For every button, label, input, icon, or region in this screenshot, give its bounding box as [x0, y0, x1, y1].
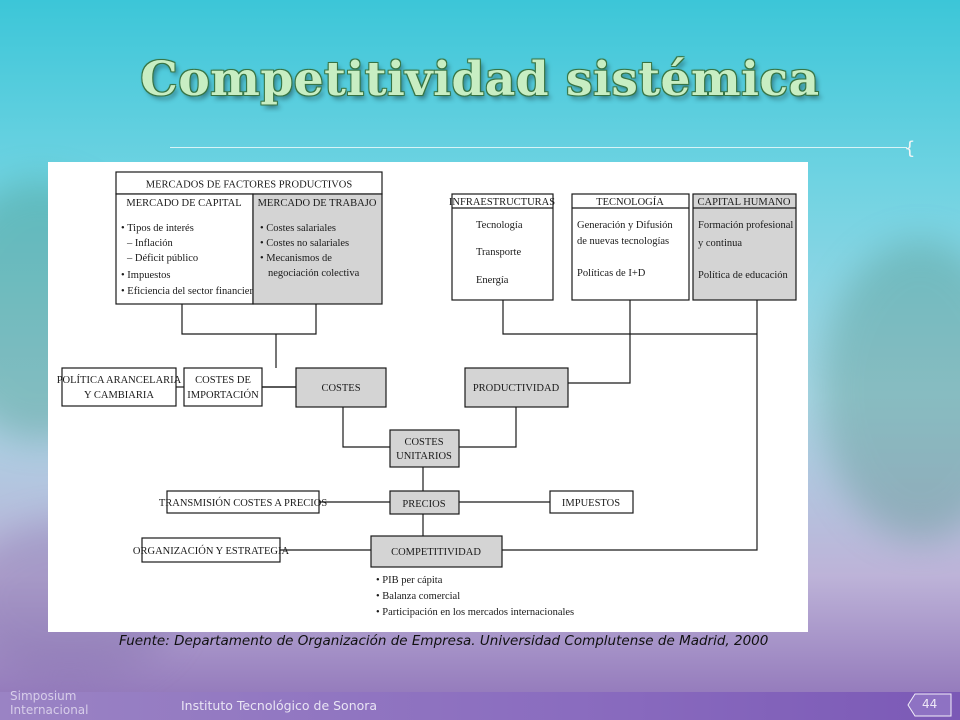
costes-unitarios-label: COSTES [404, 437, 443, 448]
page-badge-shape-icon [907, 693, 952, 717]
organizacion-label: ORGANIZACIÓN Y ESTRATEGIA [133, 545, 290, 557]
trabajo-item: • Costes salariales [260, 223, 336, 234]
title-divider-ornament: { [904, 138, 916, 159]
mercado-capital-title: MERCADO DE CAPITAL [126, 198, 241, 209]
politica-label: Y CAMBIARIA [84, 390, 154, 401]
mercado-capital-box [115, 193, 254, 305]
capital-item: • Impuestos [121, 270, 170, 281]
costes-unitarios-box [389, 429, 460, 468]
precios-box [389, 490, 460, 515]
infraestructuras-title: INFRAESTRUCTURAS [449, 197, 555, 208]
capital-item: – Inflación [126, 238, 174, 249]
productividad-box [464, 367, 569, 408]
page-number: 44 [922, 697, 938, 711]
costes-importacion-label: IMPORTACIÓN [187, 389, 259, 401]
infraestructuras-item: Transporte [476, 247, 521, 258]
capital-item: • Eficiencia del sector financiero [121, 286, 258, 297]
productividad-label: PRODUCTIVIDAD [473, 383, 560, 394]
page-number-badge: 44 [907, 693, 952, 717]
capital-humano-box [692, 193, 797, 301]
transmision-label: TRANSMISIÓN COSTES A PRECIOS [159, 497, 327, 509]
connector-capital-humano-competitividad [502, 300, 758, 551]
costes-label: COSTES [321, 383, 360, 394]
transmision-box [166, 490, 320, 514]
competitividad-item: • PIB per cápita [376, 575, 443, 586]
title-divider [170, 147, 907, 148]
footer-institution: Instituto Tecnológico de Sonora [181, 698, 378, 713]
tecnologia-box [571, 193, 690, 301]
costes-importacion-label: COSTES DE [195, 375, 251, 386]
infraestructuras-group: INFRAESTRUCTURAS Tecnología Transporte E… [449, 193, 555, 301]
background-texture [820, 240, 960, 540]
factores-header: MERCADOS DE FACTORES PRODUCTIVOS [146, 180, 353, 191]
trabajo-item: • Mecanismos de [260, 253, 332, 264]
costes-box [295, 367, 387, 408]
tecnologia-item: Generación y Difusión [577, 220, 673, 231]
diagram-figure: MERCADOS DE FACTORES PRODUCTIVOS MERCADO… [48, 162, 808, 632]
politica-label: POLÍTICA ARANCELARIA [57, 374, 182, 386]
impuestos-box [549, 490, 634, 514]
infraestructuras-box [451, 193, 554, 301]
connector-factores [181, 304, 317, 335]
costes-unitarios-label: UNITARIOS [396, 451, 452, 462]
connector-productividad-unitarios [459, 407, 517, 448]
capital-humano-item: Formación profesional [698, 220, 793, 231]
organizacion-box [141, 537, 281, 563]
mercado-trabajo-title: MERCADO DE TRABAJO [258, 198, 377, 209]
trabajo-item: • Costes no salariales [260, 238, 349, 249]
capital-humano-group: CAPITAL HUMANO Formación profesional y c… [692, 193, 797, 301]
connector-tecnologia-productividad [568, 300, 631, 384]
factores-group: MERCADOS DE FACTORES PRODUCTIVOS MERCADO… [115, 171, 383, 305]
connector-lines [181, 300, 758, 551]
slide-title: Competitividad sistémica [140, 52, 820, 107]
tecnologia-item: Políticas de I+D [577, 268, 646, 279]
impuestos-label: IMPUESTOS [562, 498, 620, 509]
footer-event-name: Simposium Internacional [10, 689, 89, 717]
infraestructuras-item: Tecnología [476, 220, 523, 231]
competitividad-item: • Balanza comercial [376, 591, 460, 602]
tecnologia-item: de nuevas tecnologías [577, 236, 669, 247]
connector-top-row [502, 300, 757, 335]
tecnologia-title: TECNOLOGÍA [596, 196, 664, 208]
connector-costes-unitarios [342, 407, 390, 448]
footer-bar [0, 692, 960, 720]
politica-box [61, 367, 177, 407]
capital-item: • Tipos de interés [121, 223, 194, 234]
competitividad-box [370, 535, 503, 568]
capital-humano-item: y continua [698, 238, 742, 249]
capital-item: – Déficit público [126, 253, 198, 264]
capital-humano-title: CAPITAL HUMANO [698, 197, 791, 208]
capital-humano-item: Política de educación [698, 270, 789, 281]
mercado-trabajo-box [252, 193, 383, 305]
figure-caption: Fuente: Departamento de Organización de … [119, 633, 769, 649]
trabajo-item: negociación colectiva [268, 268, 360, 279]
precios-label: PRECIOS [402, 499, 445, 510]
competitiveness-diagram: MERCADOS DE FACTORES PRODUCTIVOS MERCADO… [57, 171, 797, 618]
competitividad-label: COMPETITIVIDAD [391, 547, 481, 558]
infraestructuras-item: Energía [476, 275, 509, 286]
tecnologia-group: TECNOLOGÍA Generación y Difusión de nuev… [571, 193, 690, 301]
competitividad-item: • Participación en los mercados internac… [376, 607, 574, 618]
